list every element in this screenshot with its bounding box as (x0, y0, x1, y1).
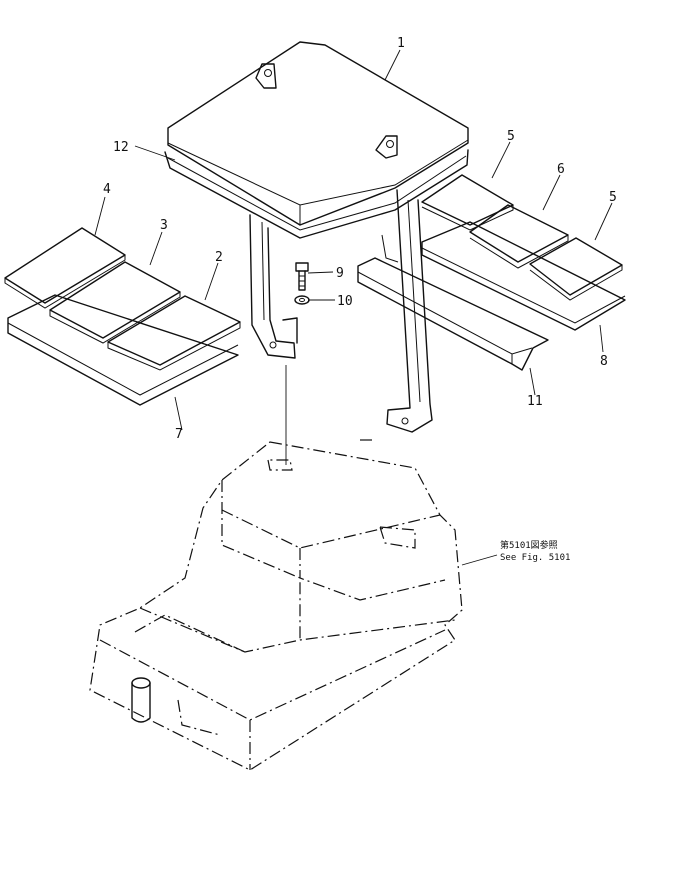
reference-en: See Fig. 5101 (500, 553, 570, 563)
leader-lines (94, 49, 613, 566)
callout-12: 12 (113, 140, 129, 155)
mat-6 (469, 204, 569, 269)
mat-8 (421, 221, 626, 331)
callout-2: 2 (215, 250, 223, 265)
callout-3: 3 (160, 218, 168, 233)
callout-9: 9 (336, 266, 344, 281)
bolt (295, 262, 309, 291)
seal-strip (164, 149, 469, 239)
mat-4 (4, 227, 126, 309)
callout-10: 10 (337, 294, 353, 309)
callout-11: 11 (527, 394, 543, 409)
callout-6: 6 (557, 162, 565, 177)
mat-2 (107, 295, 241, 371)
reference-jp: 第5101図参照 (500, 539, 558, 551)
callout-5-lower: 5 (609, 190, 617, 205)
callout-1: 1 (397, 36, 405, 51)
left-support-pillar (249, 214, 298, 359)
callout-4: 4 (103, 182, 111, 197)
washer (294, 295, 310, 305)
callout-labels: 1 12 4 3 2 7 9 10 5 6 5 8 11 (103, 36, 617, 442)
mat-5-upper (421, 174, 514, 231)
mat-3 (49, 261, 181, 344)
canopy-roof (167, 41, 469, 226)
callout-5-upper: 5 (507, 129, 515, 144)
figure-reference-note: 第5101図参照 See Fig. 5101 (500, 539, 570, 563)
right-support-pillar (381, 189, 433, 433)
channel-rail (357, 257, 549, 371)
vehicle-body-phantom (89, 365, 463, 771)
callout-8: 8 (600, 354, 608, 369)
mat-7 (7, 294, 239, 406)
callout-7: 7 (175, 427, 183, 442)
